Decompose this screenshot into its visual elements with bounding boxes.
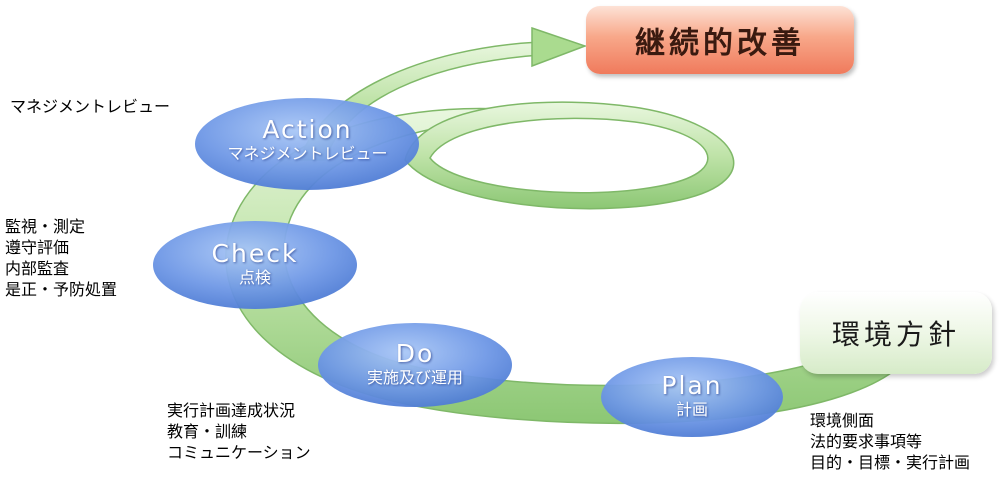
check-title: Check bbox=[211, 239, 299, 268]
action-title: Action bbox=[262, 115, 353, 144]
environmental-policy-label: 環境方針 bbox=[831, 318, 960, 351]
plan-note: 環境側面 bbox=[810, 411, 875, 430]
do-stage: Do 実施及び運用 bbox=[320, 340, 510, 388]
check-note: 監視・測定 bbox=[5, 217, 86, 236]
action-ellipse bbox=[195, 98, 419, 190]
do-note: コミュニケーション bbox=[167, 443, 311, 462]
do-note: 教育・訓練 bbox=[167, 422, 248, 441]
plan-title: Plan bbox=[661, 371, 723, 400]
spiral-upper-ring bbox=[404, 101, 735, 210]
check-stage: Check 点検 bbox=[155, 240, 355, 288]
action-subtitle: マネジメントレビュー bbox=[227, 144, 388, 163]
do-notes: 実行計画達成状況 教育・訓練 コミュニケーション bbox=[167, 400, 311, 463]
do-ellipse bbox=[318, 323, 512, 407]
continual-improvement-label: 継続的改善 bbox=[635, 26, 805, 61]
check-note: 遵守評価 bbox=[5, 238, 70, 257]
do-subtitle: 実施及び運用 bbox=[366, 368, 463, 387]
environmental-policy-box: 環境方針 bbox=[800, 292, 992, 374]
continual-improvement-box: 継続的改善 bbox=[586, 6, 854, 74]
plan-stage: Plan 計画 bbox=[602, 372, 782, 420]
check-notes: 監視・測定 遵守評価 内部監査 是正・予防処置 bbox=[5, 216, 117, 300]
plan-subtitle: 計画 bbox=[675, 400, 708, 419]
check-ellipse bbox=[153, 221, 357, 309]
action-stage: Action マネジメントレビュー bbox=[200, 116, 415, 164]
do-note: 実行計画達成状況 bbox=[167, 401, 296, 420]
improvement-arrow-head bbox=[531, 26, 588, 68]
action-notes: マネジメントレビュー bbox=[10, 96, 170, 117]
check-note: 是正・予防処置 bbox=[5, 280, 118, 299]
action-note: マネジメントレビュー bbox=[10, 97, 171, 116]
plan-note: 法的要求事項等 bbox=[810, 432, 923, 451]
check-note: 内部監査 bbox=[5, 259, 70, 278]
plan-notes: 環境側面 法的要求事項等 目的・目標・実行計画 bbox=[810, 410, 970, 473]
check-subtitle: 点検 bbox=[238, 268, 271, 287]
plan-ellipse bbox=[601, 357, 783, 437]
plan-note: 目的・目標・実行計画 bbox=[810, 453, 971, 472]
do-title: Do bbox=[395, 339, 435, 368]
